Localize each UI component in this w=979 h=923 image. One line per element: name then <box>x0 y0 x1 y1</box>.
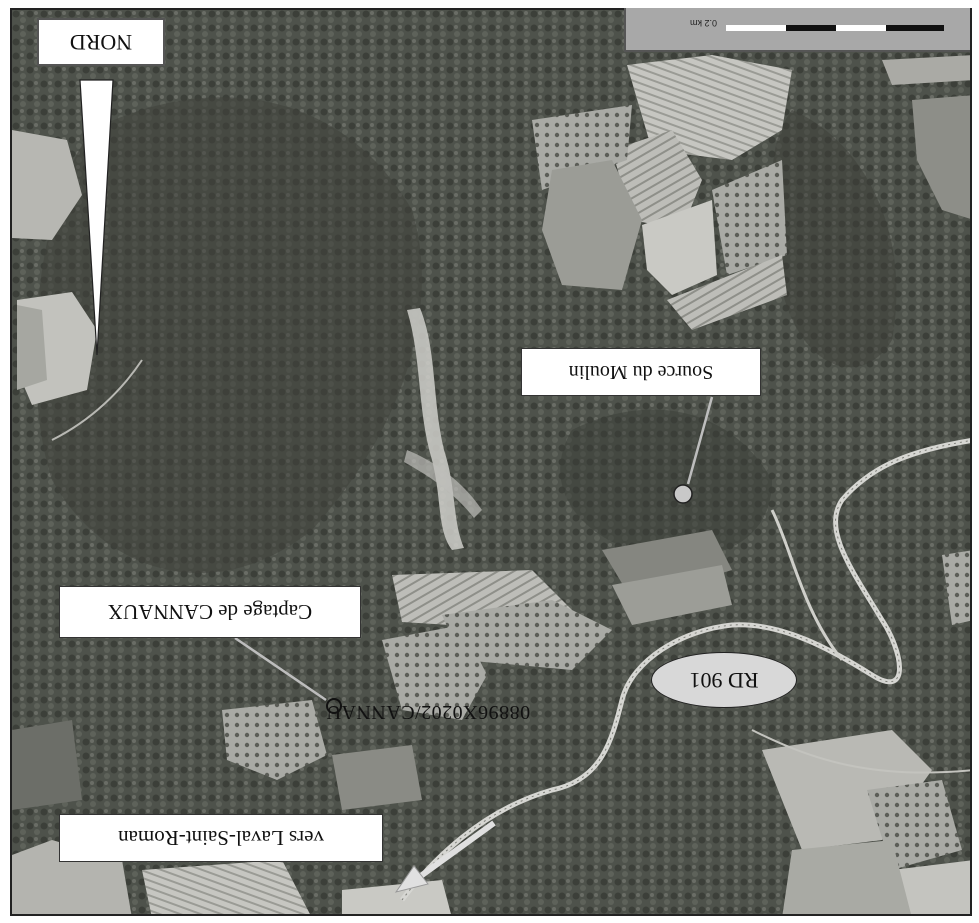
reference-code-label: 08896X0202/CANNAU <box>326 701 531 723</box>
label-source-du-moulin: Source du Moulin <box>521 348 761 396</box>
source-leader-line <box>686 396 714 485</box>
direction-arrow-icon <box>394 865 429 893</box>
label-vers-laval: vers Laval-Saint-Roman <box>59 814 383 862</box>
scale-segment <box>726 25 786 31</box>
north-label: NORD <box>37 18 165 66</box>
aerial-terrain <box>12 10 970 914</box>
scale-segment <box>786 25 836 31</box>
scale-bar: 0.2 km <box>624 8 970 52</box>
direction-arrow-shaft <box>416 820 496 881</box>
scale-segment <box>836 25 886 31</box>
scale-segment <box>886 25 944 31</box>
label-captage: Captage de CANNAUX <box>59 586 361 638</box>
road-label-rd901: RD 901 <box>651 652 797 708</box>
captage-leader-line <box>234 636 327 702</box>
captage-marker-icon[interactable] <box>326 698 342 714</box>
north-arrow-icon <box>79 79 114 356</box>
source-marker-icon[interactable] <box>673 484 693 504</box>
aerial-photo[interactable] <box>10 8 972 916</box>
